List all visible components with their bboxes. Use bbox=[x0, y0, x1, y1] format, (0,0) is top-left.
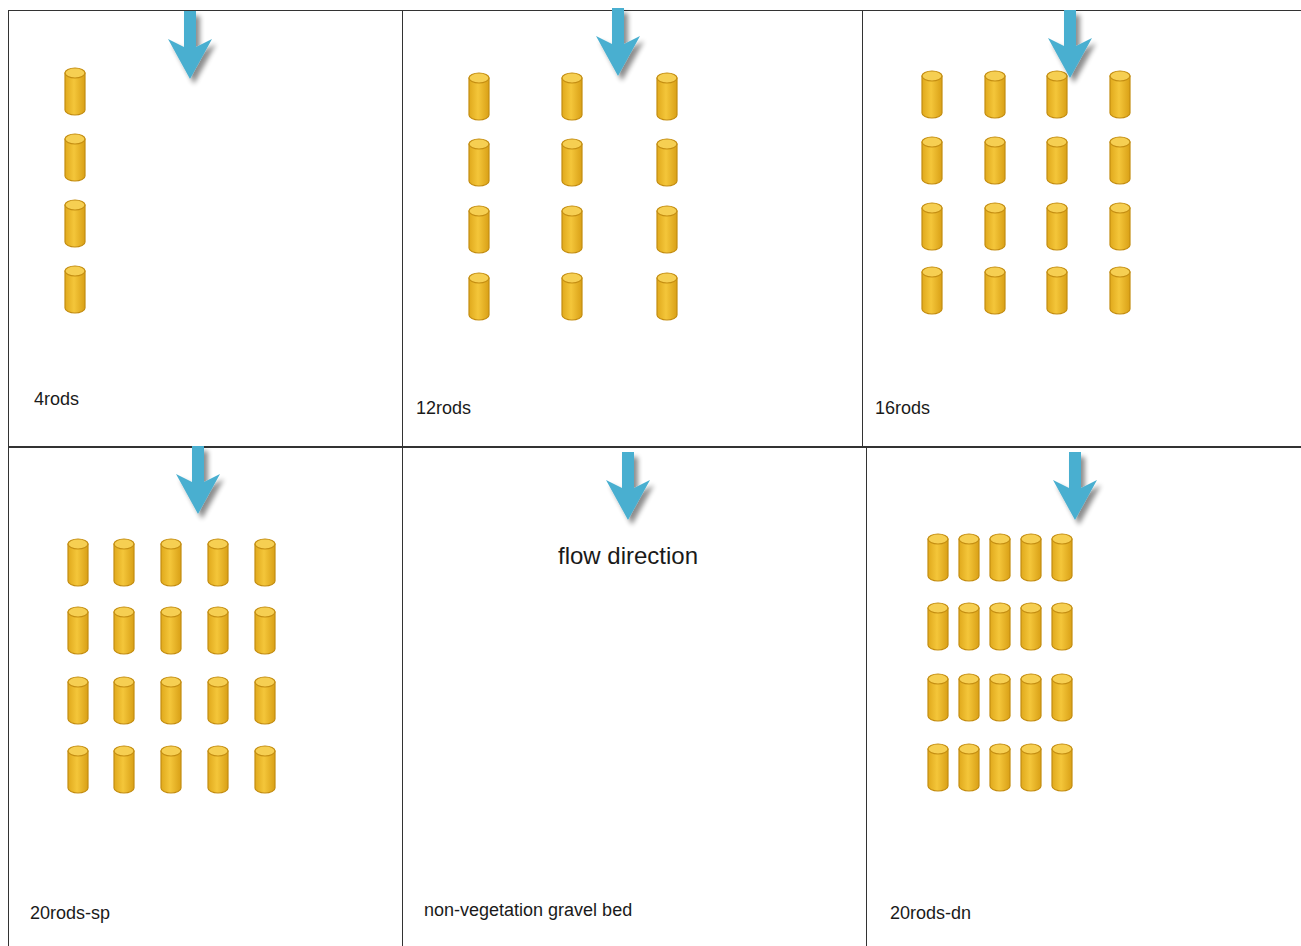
bed-label: non-vegetation gravel bed bbox=[424, 900, 632, 921]
panel-label: 16rods bbox=[875, 398, 930, 419]
panel-label: 20rods-sp bbox=[30, 903, 110, 924]
panel: 4rods bbox=[9, 11, 402, 447]
panel: 12rods bbox=[403, 11, 862, 447]
panel: 20rods-sp bbox=[9, 448, 402, 946]
panel-label: 4rods bbox=[34, 389, 79, 410]
panel-label: 20rods-dn bbox=[890, 903, 971, 924]
flow-direction-label: flow direction bbox=[558, 542, 698, 570]
panel: 16rods bbox=[863, 11, 1301, 447]
panel-label: 12rods bbox=[416, 398, 471, 419]
panel: flow direction non-vegetation gravel bed bbox=[403, 448, 866, 946]
panel: 20rods-dn bbox=[867, 448, 1301, 946]
